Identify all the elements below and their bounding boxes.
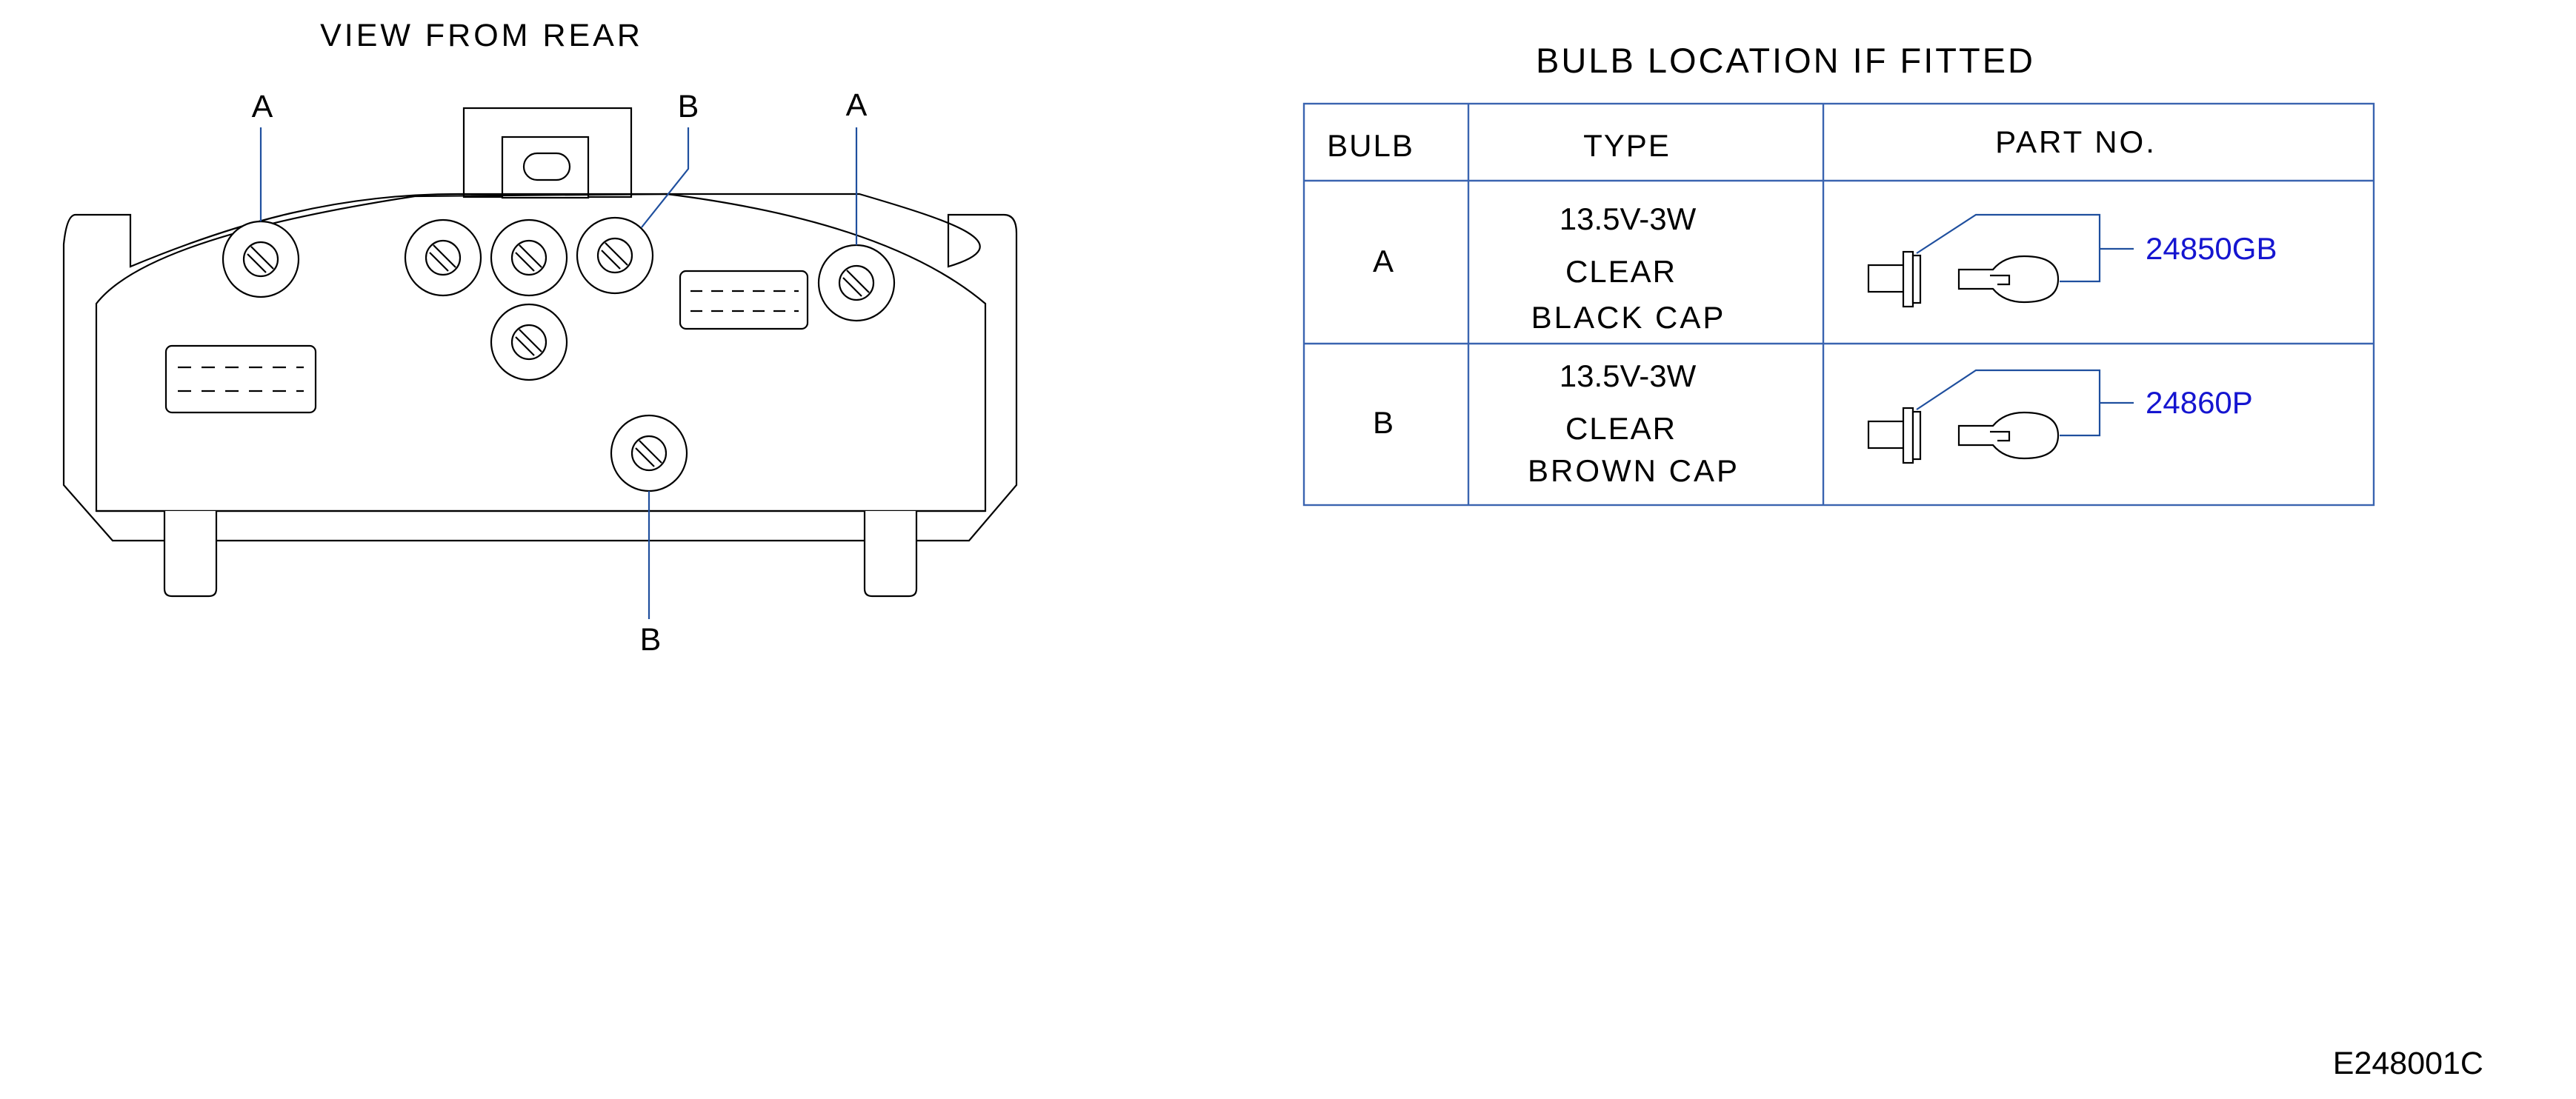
socket-b-top (576, 216, 654, 295)
housing-outer (62, 193, 1018, 542)
left-connector (164, 344, 317, 414)
row-b-type-voltage: 13.5V-3W (1560, 358, 1697, 393)
bulb-table-grid (1302, 102, 2375, 507)
socket-3 (490, 303, 568, 381)
row-b-type-cap: BROWN CAP (1528, 453, 1740, 488)
row-a-bulb: A (1373, 244, 1394, 278)
callout-a-right: A (846, 87, 868, 123)
row-a-type-color: CLEAR (1565, 254, 1677, 289)
socket-a-right (817, 244, 896, 322)
socket-a-left (222, 220, 300, 298)
row-a-type-voltage: 13.5V-3W (1560, 201, 1697, 236)
leader-b-top (641, 127, 690, 228)
header-type: TYPE (1583, 128, 1671, 163)
row-b-type-color: CLEAR (1565, 411, 1677, 446)
socket-2 (490, 218, 568, 297)
top-connector-slot (522, 152, 571, 181)
left-foot (163, 511, 218, 598)
callout-b-top: B (678, 89, 699, 124)
row-b-bulb: B (1373, 405, 1394, 440)
socket-b-bottom (610, 414, 688, 492)
right-foot (863, 511, 918, 598)
table-title: BULB LOCATION IF FITTED (1536, 41, 2035, 80)
right-connector (679, 270, 809, 330)
callout-b-bottom: B (640, 622, 662, 658)
part-no-a: 24850GB (2146, 231, 2277, 266)
figure-code: E248001C (2333, 1046, 2483, 1081)
callout-a-left: A (252, 89, 273, 124)
view-title: VIEW FROM REAR (320, 18, 643, 53)
part-no-b: 24860P (2146, 385, 2253, 420)
bulb-icon-a (1867, 213, 2134, 308)
housing-inner (95, 193, 987, 512)
row-a-type-cap: BLACK CAP (1531, 300, 1726, 335)
meter-housing (62, 107, 1018, 598)
top-connector-inner (501, 136, 590, 199)
header-bulb: BULB (1327, 128, 1414, 163)
socket-1 (404, 218, 482, 297)
header-part-no: PART NO. (1995, 124, 2157, 159)
bulb-icon-b (1867, 369, 2134, 464)
